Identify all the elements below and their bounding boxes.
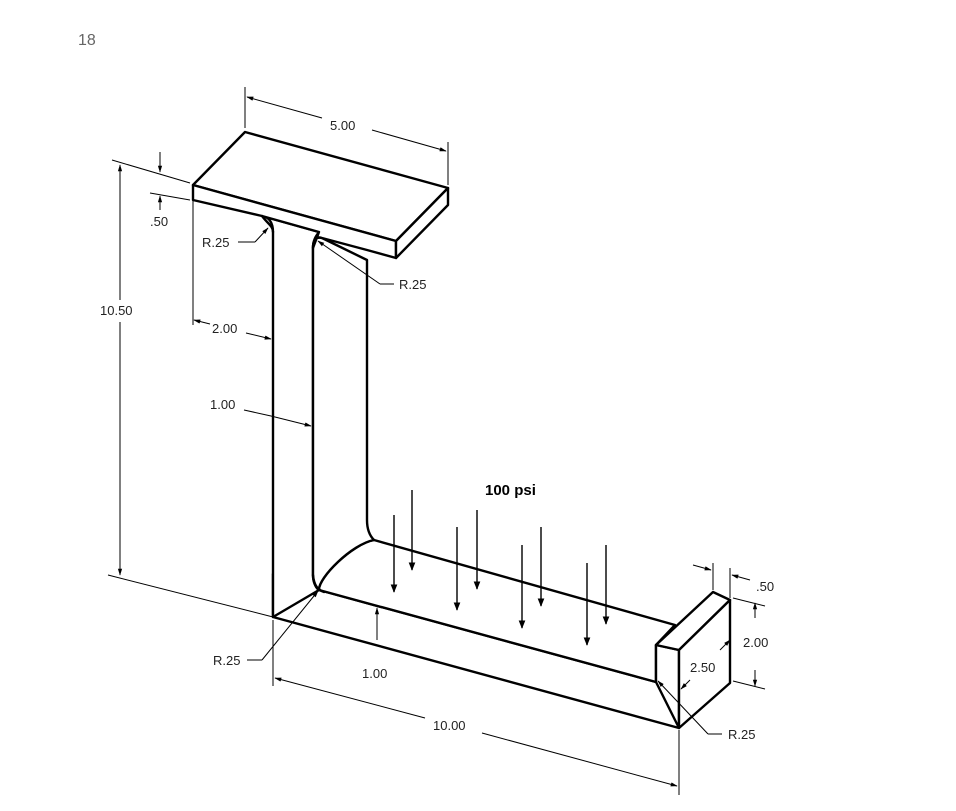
radius-bottom-right: R.25 xyxy=(657,680,755,742)
web-front-face xyxy=(260,214,321,619)
dimension-0-50-lip: .50 xyxy=(692,563,774,598)
dimension-2-00-lip: 2.00 xyxy=(732,597,768,690)
dim-top-thickness: .50 xyxy=(150,214,168,229)
dim-lip-thickness: .50 xyxy=(756,579,774,594)
radius-bottom-left: R.25 xyxy=(213,590,319,668)
dim-web-offset: 2.00 xyxy=(212,321,237,336)
dim-lip-depth: 2.50 xyxy=(690,660,715,675)
dimension-10-50: 10.50 xyxy=(100,164,274,618)
dimension-1-00-base: 1.00 xyxy=(362,607,387,681)
dim-overall-height: 10.50 xyxy=(100,303,133,318)
dimension-2-50-lip: 2.50 xyxy=(680,639,731,690)
dimension-10-00: 10.00 xyxy=(272,620,680,795)
page-number: 18 xyxy=(78,32,96,49)
radius-label-bottom-right: R.25 xyxy=(728,727,755,742)
dimension-0-50-top: .50 xyxy=(111,152,191,229)
dim-top-width: 5.00 xyxy=(330,118,355,133)
load-label: 100 psi xyxy=(485,482,536,499)
flange-front-face xyxy=(191,183,398,260)
dimension-2-00: 2.00 xyxy=(192,200,272,340)
dim-lip-height: 2.00 xyxy=(743,635,768,650)
radius-label-top-left: R.25 xyxy=(202,235,229,250)
dim-web-thickness: 1.00 xyxy=(210,397,235,412)
dim-base-length: 10.00 xyxy=(433,718,466,733)
dimension-5-00: 5.00 xyxy=(244,87,449,185)
radius-top-right: R.25 xyxy=(317,240,426,292)
radius-label-bottom-left: R.25 xyxy=(213,653,240,668)
fillet-line-top-left xyxy=(260,214,275,234)
flange-side-face xyxy=(394,186,450,260)
pressure-load: 100 psi xyxy=(390,482,610,646)
web-side-face xyxy=(311,236,376,592)
radius-top-left: R.25 xyxy=(202,227,269,250)
lip-side-face xyxy=(677,598,732,730)
radius-label-top-right: R.25 xyxy=(399,277,426,292)
dim-base-thickness: 1.00 xyxy=(362,666,387,681)
dimension-1-00-web: 1.00 xyxy=(210,397,312,427)
fillet-line-bottom xyxy=(311,573,326,594)
bracket-part xyxy=(191,130,732,730)
